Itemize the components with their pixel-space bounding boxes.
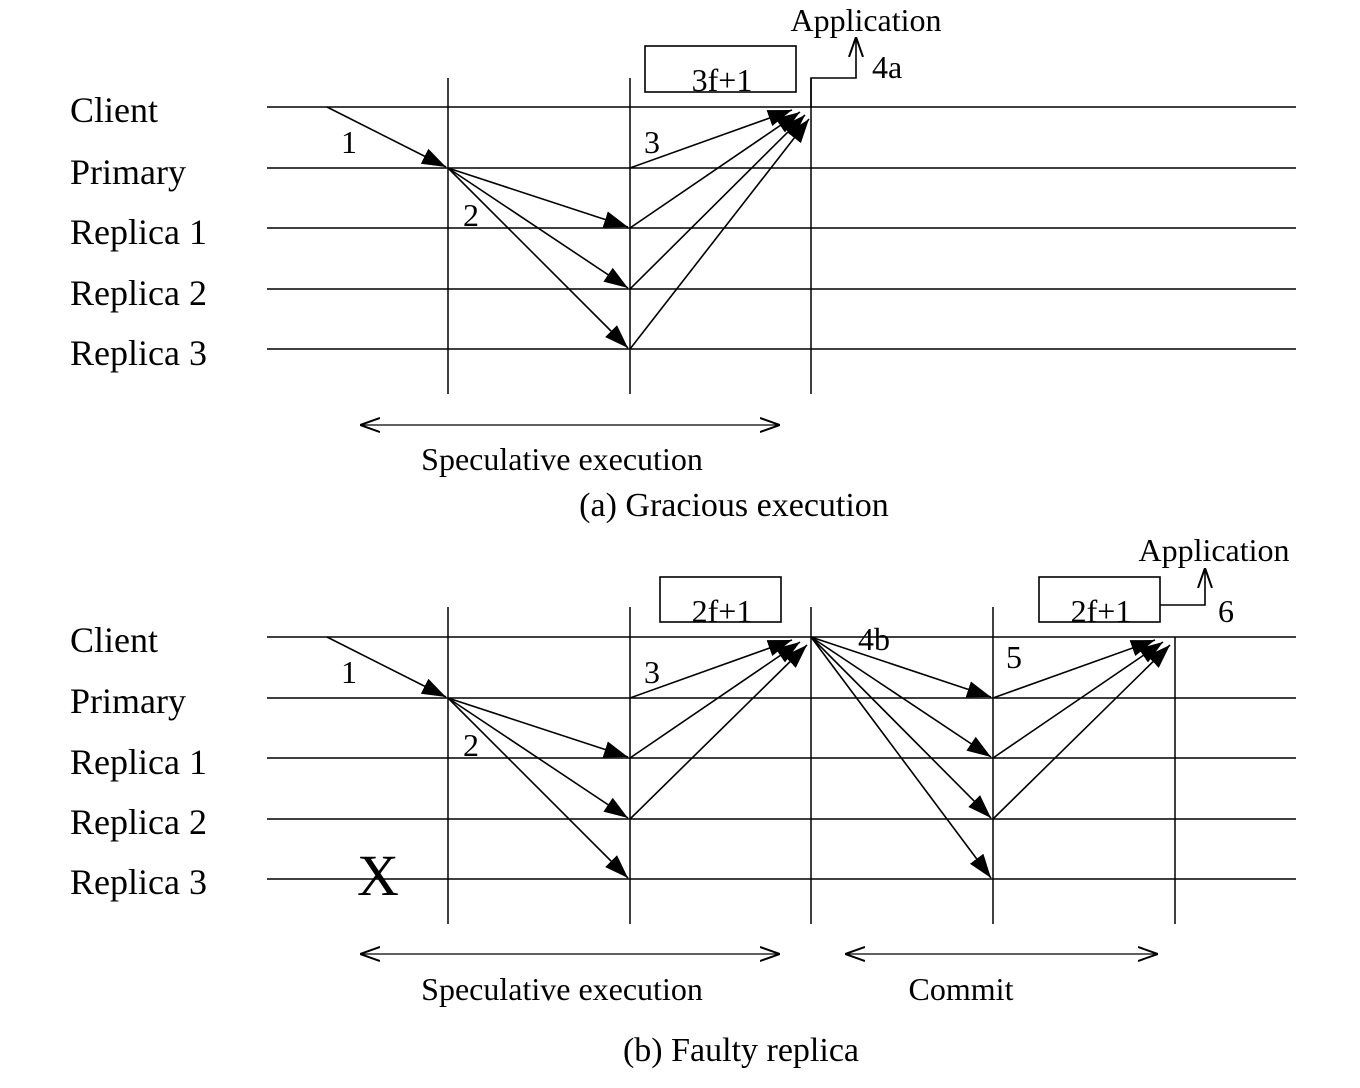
row-label-client: Client	[70, 90, 158, 130]
message-local-commit-arrow	[992, 639, 1156, 699]
message-label-3: 3	[644, 124, 660, 160]
message-label-5: 5	[1006, 639, 1022, 675]
message-local-commit-arrow	[992, 641, 1164, 759]
row-label-replica-3: Replica 3	[70, 333, 207, 373]
row-label-primary: Primary	[70, 152, 186, 192]
message-order-arrow	[447, 167, 629, 349]
message-reply-arrow	[629, 109, 793, 169]
message-reply-arrow	[629, 641, 801, 759]
application-label: Application	[1138, 532, 1289, 568]
message-order-arrow	[447, 167, 629, 228]
message-request-arrow	[326, 106, 447, 168]
message-label-4b: 4b	[858, 621, 890, 657]
message-commit-arrow	[810, 636, 992, 758]
message-label-6: 6	[1218, 593, 1234, 629]
quorum-box	[659, 576, 782, 623]
message-commit-arrow	[810, 636, 992, 698]
message-reply-arrow	[629, 114, 806, 290]
caption-a: (a) Gracious execution	[579, 487, 889, 524]
quorum-box-label: 3f+1	[692, 62, 753, 98]
message-reply-arrow	[629, 118, 810, 350]
message-order-arrow	[447, 697, 629, 879]
message-request-arrow	[326, 636, 447, 698]
faulty-replica-mark: X	[357, 843, 399, 908]
message-order-arrow	[447, 697, 629, 819]
row-label-client: Client	[70, 620, 158, 660]
message-local-commit-arrow	[992, 644, 1171, 820]
phase-label-speculative: Speculative execution	[421, 971, 703, 1007]
panel-b: Client Primary Replica 1 Replica 2 Repli…	[70, 532, 1296, 1069]
message-label-2: 2	[463, 197, 479, 233]
quorum-box	[644, 45, 797, 93]
message-order-arrow	[447, 697, 629, 758]
row-label-replica-2: Replica 2	[70, 273, 207, 313]
application-label: Application	[790, 2, 941, 38]
message-commit-arrow	[810, 636, 992, 819]
message-commit-arrow	[810, 636, 992, 879]
caption-b: (b) Faulty replica	[623, 1032, 859, 1069]
phase-label-speculative: Speculative execution	[421, 441, 703, 477]
message-reply-arrow	[629, 644, 808, 820]
row-label-replica-1: Replica 1	[70, 212, 207, 252]
message-label-1: 1	[341, 124, 357, 160]
quorum-box-label: 2f+1	[1071, 593, 1132, 629]
row-label-replica-2: Replica 2	[70, 802, 207, 842]
message-reply-arrow	[629, 111, 801, 229]
message-label-4a: 4a	[872, 49, 902, 85]
application-delivery-arrow	[810, 37, 856, 107]
message-label-3: 3	[644, 654, 660, 690]
quorum-box-label: 2f+1	[692, 593, 753, 629]
message-reply-arrow	[629, 639, 793, 699]
panel-a: Client Primary Replica 1 Replica 2 Repli…	[70, 2, 1296, 524]
application-delivery-arrow	[1160, 568, 1205, 606]
row-label-primary: Primary	[70, 681, 186, 721]
message-label-1: 1	[341, 654, 357, 690]
row-label-replica-3: Replica 3	[70, 862, 207, 902]
phase-label-commit: Commit	[909, 971, 1014, 1007]
row-label-replica-1: Replica 1	[70, 742, 207, 782]
message-label-2: 2	[463, 727, 479, 763]
quorum-box	[1038, 576, 1161, 623]
message-order-arrow	[447, 167, 629, 289]
